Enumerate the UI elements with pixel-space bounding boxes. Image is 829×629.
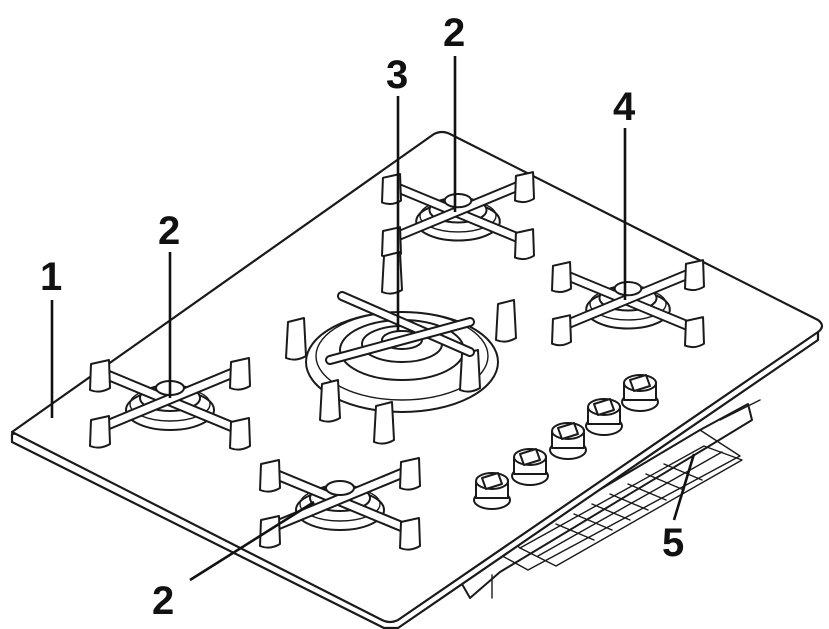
callout-2-rear: 2 [443, 11, 465, 55]
burners-group [89, 171, 705, 551]
burner-left [89, 357, 251, 451]
callout-5: 5 [662, 521, 684, 565]
control-knob[interactable] [585, 398, 623, 436]
leader-lines [50, 56, 696, 582]
callout-4: 4 [613, 85, 636, 129]
leader-5 [672, 453, 696, 521]
burner-wok [285, 251, 517, 445]
callout-2-left: 2 [158, 209, 180, 253]
burner-rear [381, 171, 535, 261]
burner-front [259, 457, 421, 551]
leader-2-front [189, 500, 315, 582]
callout-1: 1 [40, 255, 62, 299]
control-knobs [473, 374, 659, 510]
control-knob[interactable] [511, 448, 549, 486]
callout-3: 3 [386, 53, 408, 97]
callout-2-front: 2 [152, 579, 174, 623]
burner-right [551, 259, 705, 349]
control-knob[interactable] [473, 472, 511, 510]
control-knob[interactable] [549, 422, 587, 460]
control-knob[interactable] [621, 374, 659, 412]
